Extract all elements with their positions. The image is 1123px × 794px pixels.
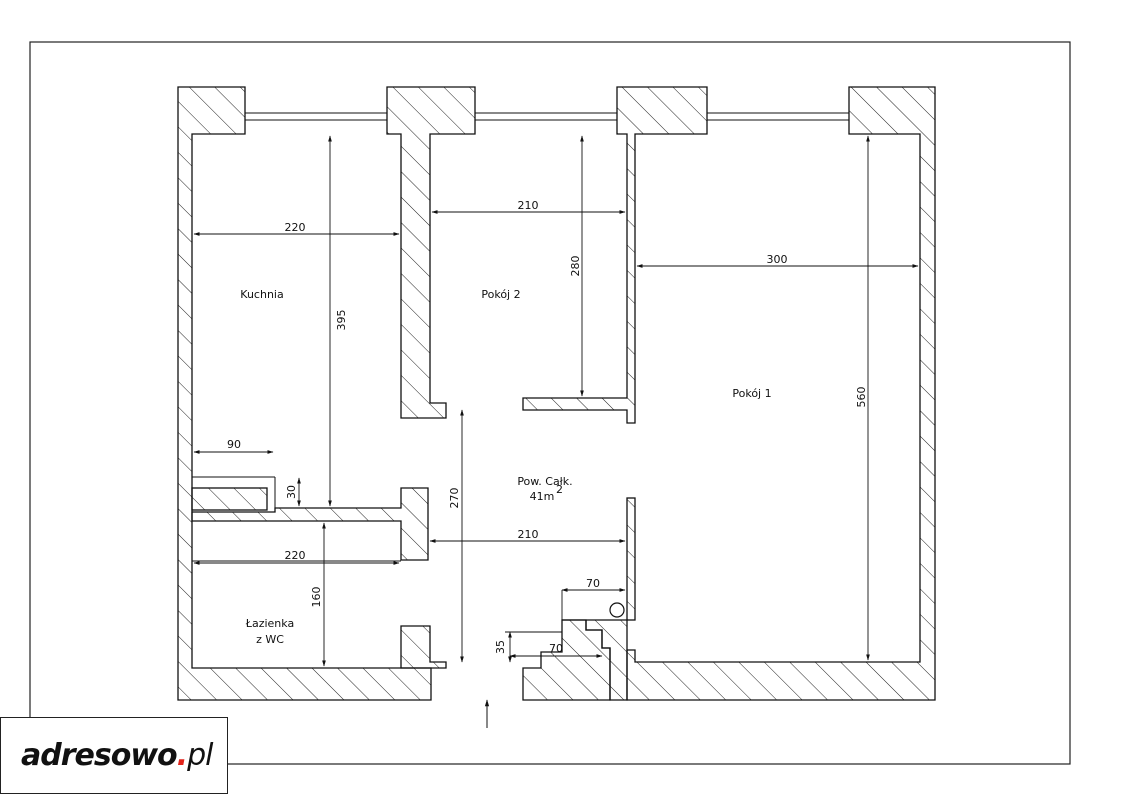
total-area-sup: 2 <box>556 483 563 496</box>
stairs-landing <box>562 619 628 701</box>
dim-hall-width: 210 <box>518 528 539 541</box>
wall-left <box>177 86 432 701</box>
logo-main: adresowo <box>21 738 178 773</box>
dim-stair-bottom: 70 <box>549 642 563 655</box>
dim-stair-top: 70 <box>586 577 600 590</box>
room-outlines <box>192 476 401 562</box>
logo-dot: . <box>176 738 188 773</box>
room-label-bath-2: z WC <box>256 633 284 646</box>
dim-counter-depth: 30 <box>285 485 298 499</box>
dim-room1-width: 300 <box>767 253 788 266</box>
room-label-bath-1: Łazienka <box>245 617 294 630</box>
dim-room2-width: 210 <box>518 199 539 212</box>
room-label-room2: Pokój 2 <box>481 288 520 301</box>
dim-kitchen-height: 395 <box>335 310 348 331</box>
windows <box>245 112 849 121</box>
logo-box[interactable]: adresowo.pl <box>0 717 228 794</box>
walls <box>177 86 936 701</box>
total-area-label: Pow. Całk. <box>517 475 572 488</box>
room-label-kitchen: Kuchnia <box>240 288 283 301</box>
logo-tld: pl <box>187 738 213 773</box>
total-area-value: 41m <box>530 490 555 503</box>
room-label-room1: Pokój 1 <box>732 387 771 400</box>
dim-bath-width: 220 <box>285 549 306 562</box>
boiler-icon <box>609 602 625 618</box>
wall-hall-stub <box>626 497 636 621</box>
wall-right <box>626 86 936 701</box>
dim-counter-width: 90 <box>227 438 241 451</box>
dim-hall-height: 270 <box>448 488 461 509</box>
drawing-frame <box>29 41 1071 765</box>
wall-bath-stub <box>400 625 447 669</box>
kitchen-counter <box>191 487 268 511</box>
wall-partition-kitchen <box>191 487 429 561</box>
dim-room1-height: 560 <box>855 387 868 408</box>
dim-kitchen-width: 220 <box>285 221 306 234</box>
dim-bath-height: 160 <box>310 587 323 608</box>
dim-stair-step: 35 <box>494 640 507 654</box>
dimension-lines <box>193 135 919 667</box>
dim-room2-height: 280 <box>569 256 582 277</box>
wall-pier-2 <box>386 86 476 419</box>
logo[interactable]: adresowo.pl <box>21 738 213 773</box>
wall-pier-3 <box>522 86 708 424</box>
